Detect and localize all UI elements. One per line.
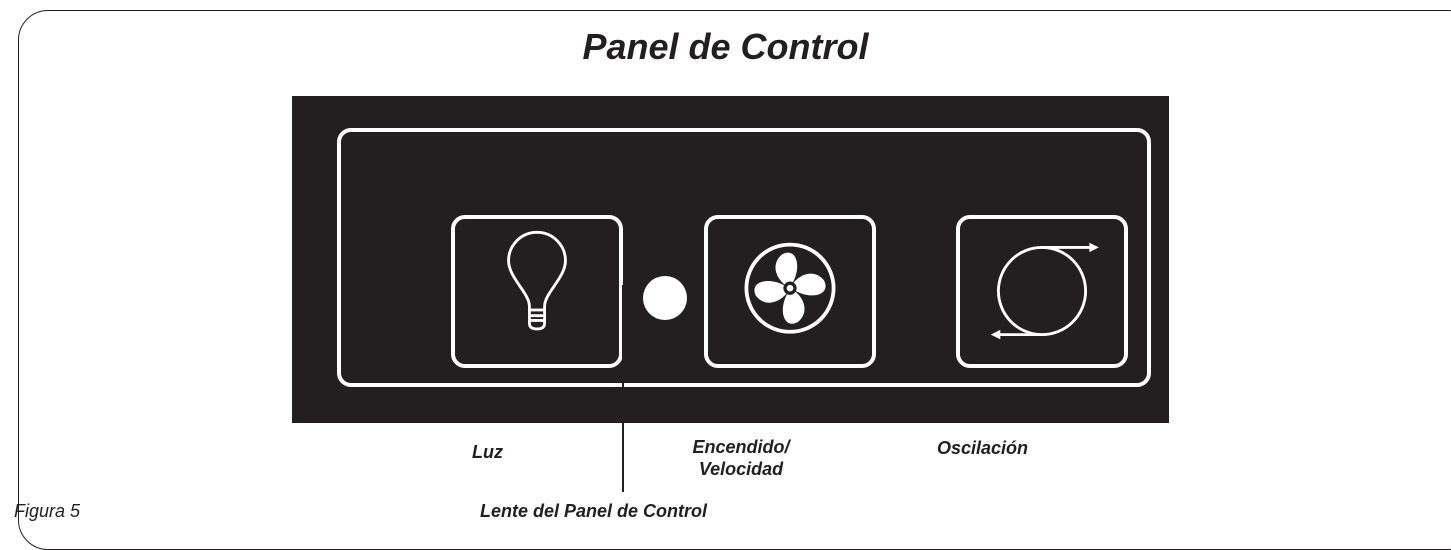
figure-label: Figura 5 [14, 501, 81, 521]
control-panel [292, 96, 1169, 423]
oscillation-label: Oscilación [937, 438, 1029, 458]
light-button[interactable] [451, 215, 623, 368]
power-speed-label-line2: Velocidad [698, 459, 784, 479]
power-speed-label: Encendido/ Velocidad [670, 436, 812, 480]
power-speed-label-line1: Encendido/ [692, 437, 790, 457]
oscillation-icon [990, 242, 1099, 340]
lightbulb-icon [507, 230, 567, 331]
light-label: Luz [472, 442, 503, 462]
control-panel-lens [643, 276, 687, 320]
fan-icon [744, 242, 836, 334]
lens-leader-line [622, 285, 624, 492]
diagram-title: Panel de Control [582, 26, 869, 67]
oscillation-button[interactable] [956, 215, 1128, 368]
lens-label: Lente del Panel de Control [480, 501, 708, 521]
power-speed-button[interactable] [704, 215, 876, 368]
panel-inner-border [337, 128, 1151, 387]
